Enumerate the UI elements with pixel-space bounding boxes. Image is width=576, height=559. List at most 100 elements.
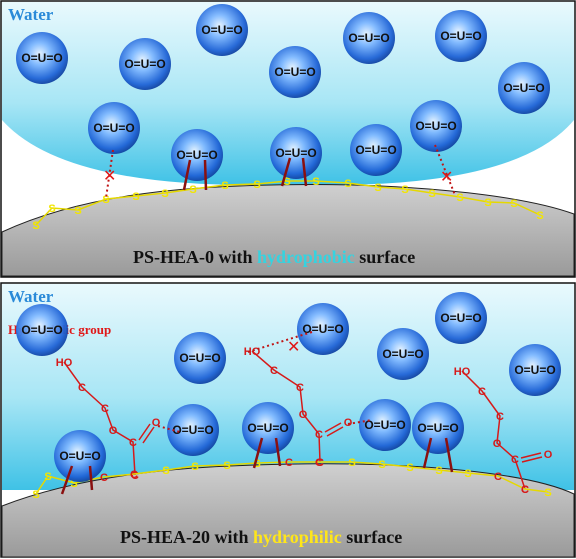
uranyl-label: O=U=O <box>355 143 396 157</box>
uranyl-label: O=U=O <box>247 421 288 435</box>
sulfur-atom: S <box>401 184 408 196</box>
sulfur-atom: S <box>223 460 230 472</box>
hydration-sphere <box>242 402 294 454</box>
backbone-bottom <box>35 461 549 495</box>
carbon-atom: C <box>315 429 323 441</box>
hydroxyl-group: HO <box>454 366 471 378</box>
sulfur-atom: S <box>283 176 290 188</box>
uranyl-molecule: O=U=O <box>270 127 322 179</box>
uranyl-molecule: O=U=O <box>16 32 68 84</box>
carbon-atom: C <box>130 469 138 481</box>
sulfur-atom: S <box>378 459 385 471</box>
hydration-sphere <box>167 404 219 456</box>
uranyl-molecule: O=U=O <box>196 4 248 56</box>
carbon-atom: C <box>521 484 529 496</box>
substrate-top <box>1 183 575 277</box>
sulfur-atom: S <box>32 220 39 232</box>
carbon-atom: C <box>129 437 137 449</box>
uranyl-molecule: O=U=O <box>498 62 550 114</box>
sulfur-atom: S <box>48 203 55 215</box>
sulfur-atom: S <box>348 457 355 469</box>
sulfur-atom: S <box>544 487 551 499</box>
uranyl-label: O=U=O <box>172 423 213 437</box>
uranyl-molecule: O=U=O <box>435 10 487 62</box>
hydration-sphere <box>270 127 322 179</box>
oxygen-atom: O <box>109 425 118 437</box>
uranyl-label: O=U=O <box>348 31 389 45</box>
sulfur-atom: S <box>44 471 51 483</box>
uranyl-label: O=U=O <box>176 148 217 162</box>
hydration-sphere <box>435 10 487 62</box>
uranyl-molecule: O=U=O <box>167 404 219 456</box>
carbon-atom: C <box>270 365 278 377</box>
carbon-atom: C <box>511 454 519 466</box>
uranyl-molecule: O=U=O <box>343 12 395 64</box>
carbon-atom: C <box>101 403 109 415</box>
carbon-atom: C <box>78 382 86 394</box>
cross-mark-right: ✕ <box>440 167 453 186</box>
carbon-atom: C <box>315 457 323 469</box>
uranyl-label: O=U=O <box>514 363 555 377</box>
hydration-sphere <box>435 292 487 344</box>
adsorption-bonds-top <box>182 157 308 191</box>
carbon-atom: C <box>100 472 108 484</box>
carbon-atom: C <box>285 457 293 469</box>
uranyl-molecules-bottom: O=U=O O=U=O O=U=O O=U=O O=U=O O=U=O O=U=O O=U=O… <box>16 292 561 482</box>
carbon-atom: C <box>296 382 304 394</box>
sulfur-atom: S <box>374 182 381 194</box>
carbon-atom: C <box>316 457 324 469</box>
hydroxyl-group: HO <box>244 346 261 358</box>
uranyl-molecule: O=U=O <box>16 304 68 356</box>
sulfur-atom: S <box>161 188 168 200</box>
uranyl-label: O=U=O <box>364 418 405 432</box>
sulfur-atom: S <box>253 179 260 191</box>
uranyl-molecule: O=U=O <box>174 332 226 384</box>
hydration-sphere <box>343 12 395 64</box>
uranyl-label: O=U=O <box>201 23 242 37</box>
cross-mark-left: ✕ <box>103 166 116 185</box>
sulfur-atom: S <box>435 465 442 477</box>
sulfur-atom: S <box>510 198 517 210</box>
uranyl-label: O=U=O <box>21 51 62 65</box>
sulfur-atom: S <box>70 478 77 490</box>
uranyl-molecule: O=U=O <box>412 402 464 454</box>
oxygen-atom: O <box>493 438 502 450</box>
sulfur-atom: S <box>464 468 471 480</box>
uranyl-label: O=U=O <box>21 323 62 337</box>
hydration-sphere <box>410 100 462 152</box>
carbonyl-oxygen: O <box>544 449 553 461</box>
carbon-atom: C <box>521 484 529 496</box>
blocked-bond-right <box>434 144 456 196</box>
hydration-sphere <box>54 430 106 482</box>
uranyl-molecule: O=U=O <box>410 100 462 152</box>
hydration-sphere <box>16 32 68 84</box>
uranyl-molecule: O=U=O <box>88 102 140 154</box>
panel-bottom: Water Hydrophilic group HOCCOCCHOCCOCCHO… <box>0 282 576 558</box>
sulfur-atom: S <box>32 489 39 501</box>
hydroxyl-group: HO <box>56 357 73 369</box>
sulfur-atom: S <box>253 458 260 470</box>
hydration-sphere <box>16 304 68 356</box>
uranyl-label: O=U=O <box>274 65 315 79</box>
uranyl-molecule: O=U=O <box>359 399 411 451</box>
uranyl-molecule: O=U=O <box>435 292 487 344</box>
uranyl-label: O=U=O <box>382 347 423 361</box>
carbon-atom: C <box>494 471 502 483</box>
blocked-bond-left <box>105 149 114 199</box>
uranyl-molecule: O=U=O <box>119 38 171 90</box>
hydration-sphere <box>196 4 248 56</box>
caption-bottom: PS-HEA-20 with hydrophilic surface <box>120 527 402 547</box>
hydration-sphere <box>174 332 226 384</box>
sulfur-atom: S <box>406 462 413 474</box>
uranyl-molecule: O=U=O <box>350 124 402 176</box>
water-label-bottom: Water <box>8 287 54 306</box>
hydration-sphere <box>269 46 321 98</box>
uranyl-label: O=U=O <box>124 57 165 71</box>
